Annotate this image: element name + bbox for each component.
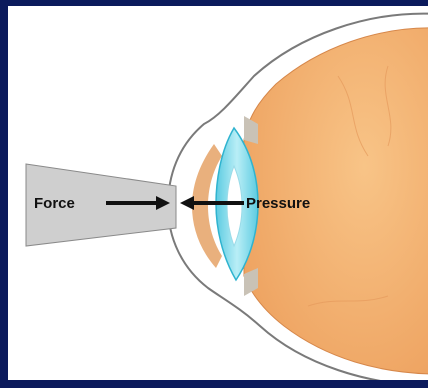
eye-tonometry-diagram: Force Pressure [8, 6, 428, 380]
force-label: Force [34, 195, 75, 212]
pressure-label: Pressure [246, 195, 310, 212]
diagram-panel: Force Pressure [8, 6, 428, 380]
